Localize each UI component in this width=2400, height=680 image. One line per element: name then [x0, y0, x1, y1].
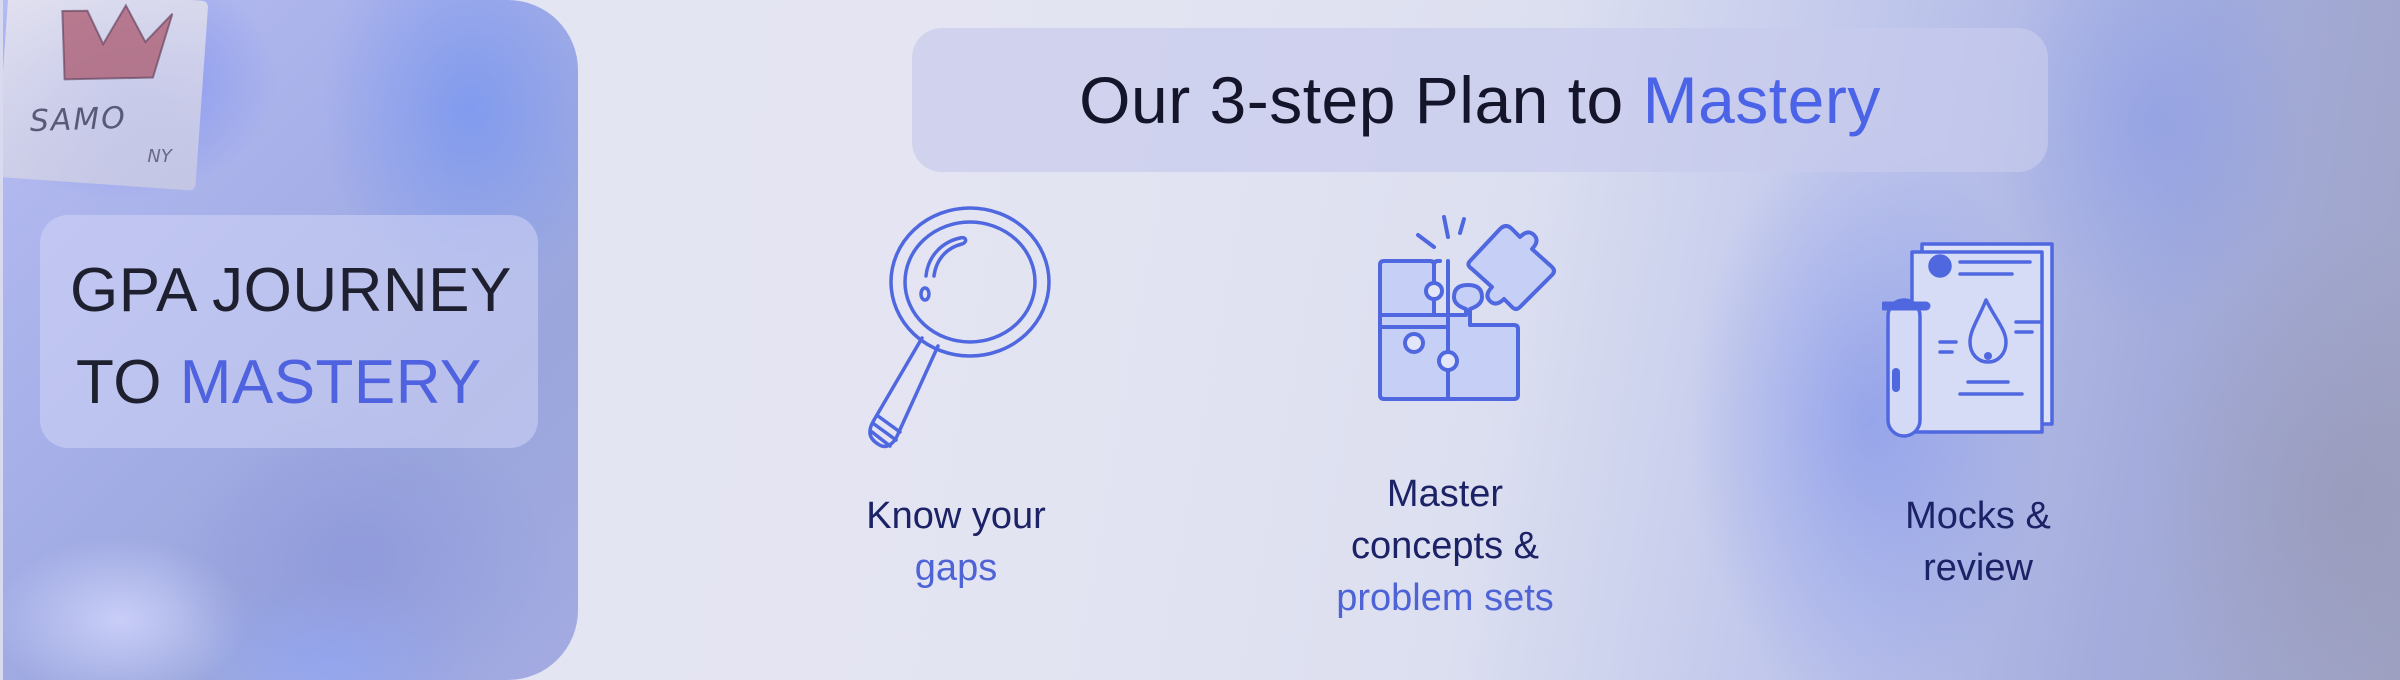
- step2-line2: concepts &: [1351, 525, 1539, 567]
- panel-edge: [0, 0, 3, 680]
- journey-title-accent: MASTERY: [179, 348, 482, 417]
- magnifying-glass-icon: [868, 206, 1051, 449]
- plan-title-accent: Mastery: [1642, 63, 1881, 137]
- test-tube-report-icon: [1882, 242, 2054, 438]
- step-label-mocks-review: Mocks & review: [1838, 490, 2118, 594]
- left-panel: SAMO NY GPA JOURNEY TO MASTERY: [0, 0, 578, 680]
- journey-title-line2: TO MASTERY: [76, 347, 482, 418]
- sticker-image: SAMO NY: [0, 0, 209, 191]
- crown-drawing-icon: [61, 3, 174, 81]
- step1-line1: Know your: [866, 495, 1046, 537]
- plan-title-prefix: Our 3-step Plan to: [1079, 63, 1643, 137]
- puzzle-pieces-icon: [1378, 215, 1556, 401]
- step3-line2: review: [1923, 547, 2033, 589]
- step3-line1: Mocks &: [1905, 495, 2051, 537]
- sticker-text: SAMO: [29, 100, 128, 140]
- plan-title: Our 3-step Plan to Mastery: [1079, 62, 1881, 138]
- journey-title-prefix: TO: [76, 348, 180, 417]
- journey-title-card: GPA JOURNEY TO MASTERY: [40, 215, 538, 448]
- step2-line1: Master: [1386, 473, 1504, 515]
- step2-accent: problem sets: [1336, 577, 1554, 619]
- plan-header-card: Our 3-step Plan to Mastery: [912, 28, 2048, 172]
- step-label-know-gaps: Know your gaps: [835, 490, 1077, 594]
- step-label-master-concepts: Master concepts & problem sets: [1300, 468, 1590, 624]
- step1-accent: gaps: [914, 547, 998, 589]
- journey-title-line1: GPA JOURNEY: [70, 256, 512, 325]
- sticker-mark: NY: [147, 146, 172, 168]
